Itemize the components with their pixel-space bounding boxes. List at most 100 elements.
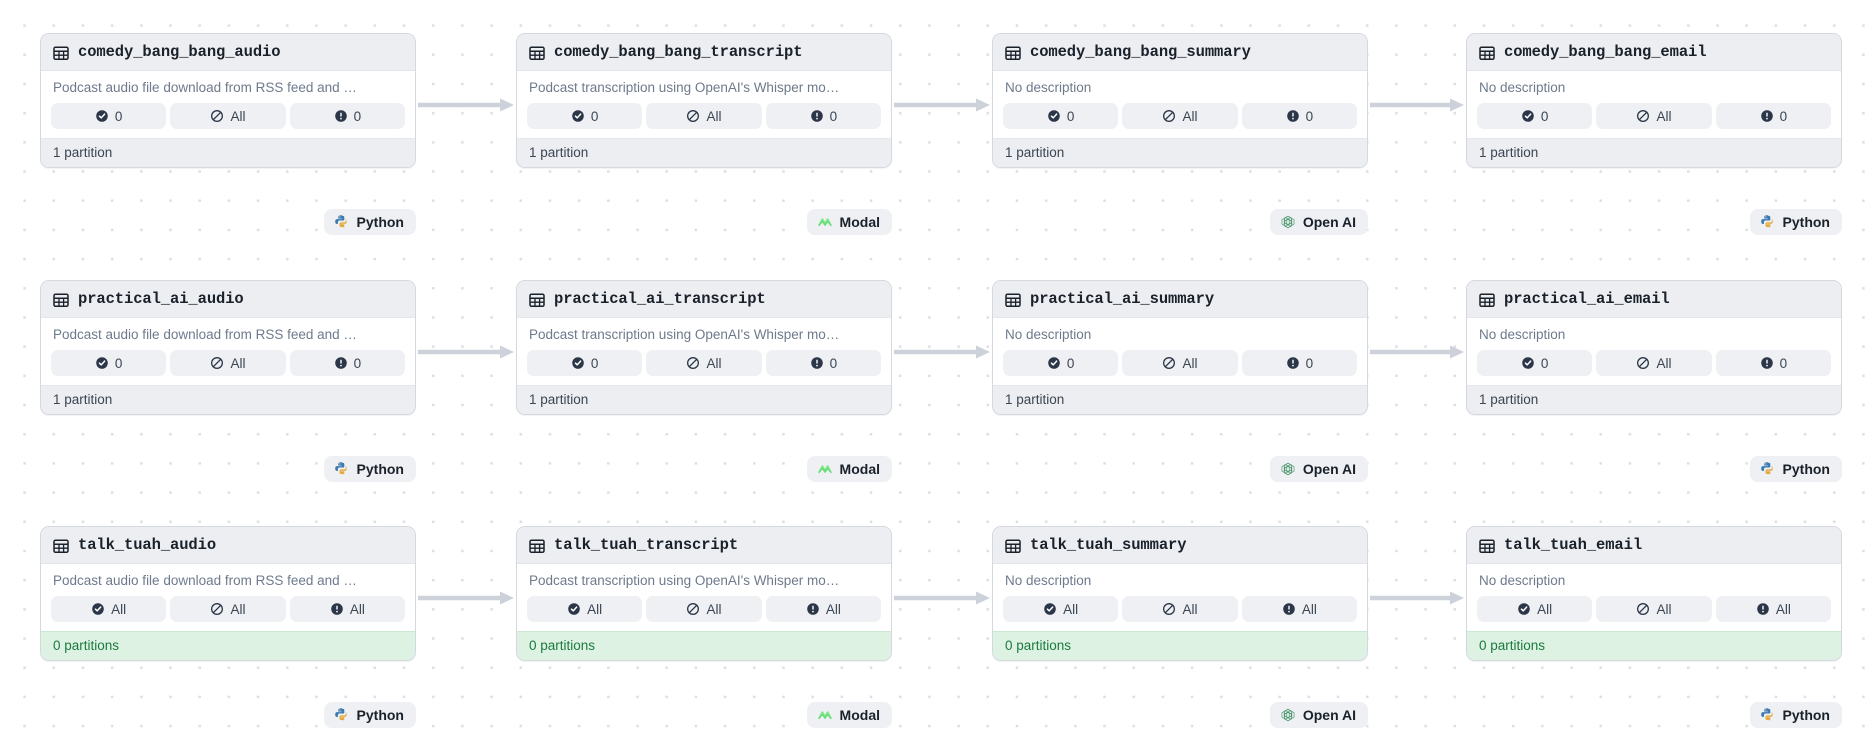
asset-card-header[interactable]: talk_tuah_email: [1467, 527, 1841, 564]
failed-badge[interactable]: 0: [1241, 103, 1357, 129]
partition-count[interactable]: 0 partitions: [993, 631, 1367, 660]
partition-count[interactable]: 1 partition: [993, 138, 1367, 167]
check-circle-icon: [571, 109, 585, 123]
asset-card-header[interactable]: comedy_bang_bang_audio: [41, 34, 415, 71]
badge-count: 0: [829, 108, 838, 124]
missing-badge[interactable]: All: [170, 596, 286, 622]
partition-count[interactable]: 0 partitions: [41, 631, 415, 660]
partition-count[interactable]: 1 partition: [41, 385, 415, 414]
partition-count[interactable]: 1 partition: [993, 385, 1367, 414]
materialized-badge[interactable]: All: [1477, 596, 1593, 622]
asset-card-header[interactable]: practical_ai_summary: [993, 281, 1367, 318]
failed-badge[interactable]: All: [1715, 596, 1831, 622]
asset-card-header[interactable]: talk_tuah_summary: [993, 527, 1367, 564]
compute-kind-tag[interactable]: Modal: [806, 702, 892, 728]
compute-kind-tag[interactable]: Python: [323, 209, 416, 235]
missing-badge[interactable]: All: [1596, 596, 1712, 622]
materialized-badge[interactable]: All: [527, 596, 643, 622]
asset-card-header[interactable]: comedy_bang_bang_email: [1467, 34, 1841, 71]
missing-badge[interactable]: All: [170, 103, 286, 129]
materialized-badge[interactable]: 0: [51, 350, 167, 376]
compute-kind-tag[interactable]: Python: [1749, 456, 1842, 482]
compute-kind-tag[interactable]: Open AI: [1269, 702, 1368, 728]
failed-badge[interactable]: All: [1241, 596, 1357, 622]
failed-badge[interactable]: 0: [1715, 350, 1831, 376]
badge-count: All: [230, 108, 246, 124]
compute-kind-tag[interactable]: Modal: [806, 456, 892, 482]
materialized-badge[interactable]: 0: [51, 103, 167, 129]
failed-badge[interactable]: All: [765, 596, 881, 622]
missing-badge[interactable]: All: [1122, 350, 1238, 376]
materialized-badge[interactable]: 0: [1003, 350, 1119, 376]
missing-badge[interactable]: All: [1596, 103, 1712, 129]
failed-badge[interactable]: 0: [1241, 350, 1357, 376]
failed-badge[interactable]: All: [289, 596, 405, 622]
compute-kind-tag[interactable]: Open AI: [1269, 209, 1368, 235]
missing-badge[interactable]: All: [646, 350, 762, 376]
materialized-badge[interactable]: All: [1003, 596, 1119, 622]
partition-count[interactable]: 1 partition: [517, 138, 891, 167]
missing-badge[interactable]: All: [1596, 350, 1712, 376]
failed-badge[interactable]: 0: [289, 103, 405, 129]
failed-badge[interactable]: 0: [1715, 103, 1831, 129]
asset-card-header[interactable]: practical_ai_email: [1467, 281, 1841, 318]
partition-count[interactable]: 0 partitions: [1467, 631, 1841, 660]
partition-count[interactable]: 1 partition: [1467, 385, 1841, 414]
materialized-badge[interactable]: 0: [1477, 350, 1593, 376]
compute-kind-tag[interactable]: Python: [1749, 209, 1842, 235]
materialized-badge[interactable]: All: [51, 596, 167, 622]
partition-count[interactable]: 0 partitions: [517, 631, 891, 660]
materialized-badge[interactable]: 0: [1003, 103, 1119, 129]
compute-kind-tag[interactable]: Open AI: [1269, 456, 1368, 482]
asset-card-header[interactable]: comedy_bang_bang_summary: [993, 34, 1367, 71]
compute-kind-tag[interactable]: Python: [323, 702, 416, 728]
partition-count[interactable]: 1 partition: [41, 138, 415, 167]
missing-badge[interactable]: All: [1122, 596, 1238, 622]
materialized-badge[interactable]: 0: [1477, 103, 1593, 129]
asset-card-header[interactable]: practical_ai_transcript: [517, 281, 891, 318]
compute-kind-tag[interactable]: Modal: [806, 209, 892, 235]
asset-card-header[interactable]: comedy_bang_bang_transcript: [517, 34, 891, 71]
failed-badge[interactable]: 0: [765, 103, 881, 129]
compute-kind-tag[interactable]: Python: [323, 456, 416, 482]
asset-card-header[interactable]: practical_ai_audio: [41, 281, 415, 318]
failed-badge[interactable]: 0: [765, 350, 881, 376]
missing-badge[interactable]: All: [1122, 103, 1238, 129]
materialized-badge[interactable]: 0: [527, 103, 643, 129]
compute-kind-tag[interactable]: Python: [1749, 702, 1842, 728]
missing-badge[interactable]: All: [646, 103, 762, 129]
asset-card-header[interactable]: talk_tuah_audio: [41, 527, 415, 564]
partition-count[interactable]: 1 partition: [1467, 138, 1841, 167]
partition-count[interactable]: 1 partition: [517, 385, 891, 414]
asset-card-header[interactable]: talk_tuah_transcript: [517, 527, 891, 564]
materialized-badge[interactable]: 0: [527, 350, 643, 376]
missing-badge[interactable]: All: [170, 350, 286, 376]
missing-badge[interactable]: All: [646, 596, 762, 622]
failed-badge[interactable]: 0: [289, 350, 405, 376]
